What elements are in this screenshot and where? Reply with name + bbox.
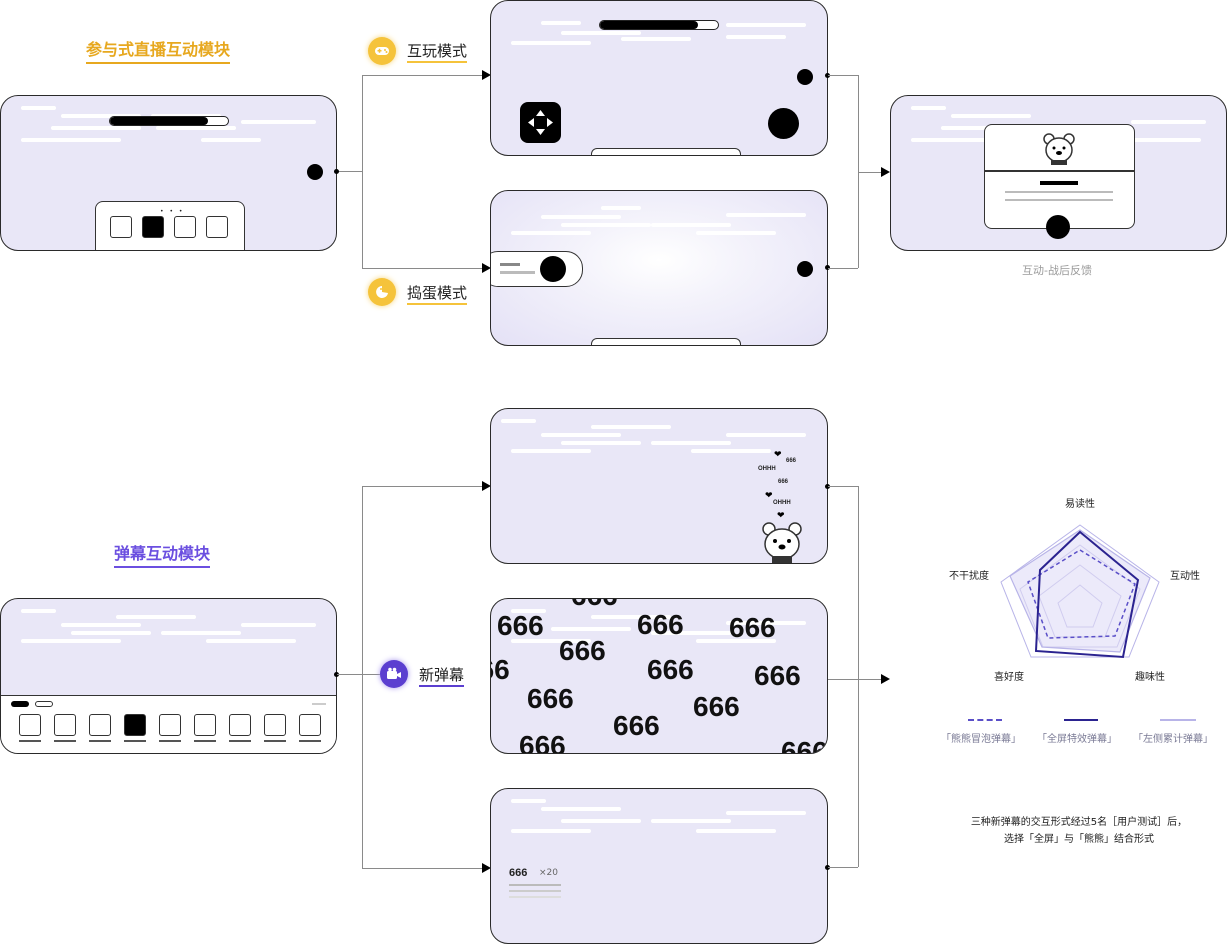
mode-label-new-danmaku: 新弹幕 (419, 665, 465, 687)
legend-label: 「全屏特效弹幕」 (1037, 734, 1117, 745)
result-card (984, 124, 1135, 229)
danmaku-phone-base (0, 598, 337, 754)
danmaku-text: 666 (786, 458, 797, 464)
danmaku-big: 666 (571, 599, 618, 611)
section2-title: 弹幕互动模块 (114, 544, 211, 568)
danmaku-big: 666 (781, 736, 828, 754)
action-button[interactable] (797, 69, 813, 85)
progress-bar (109, 116, 229, 126)
legend-label: 「熊熊冒泡弹幕」 (941, 734, 1021, 745)
counter-text: 666 (509, 867, 528, 879)
gift-slot[interactable] (229, 714, 251, 736)
gift-slot[interactable] (159, 714, 181, 736)
legend-swatch-left (1160, 719, 1196, 721)
mode-label-prank: 捣蛋模式 (407, 283, 468, 305)
legend-swatch-bubble (968, 719, 1002, 721)
progress-bar (599, 20, 719, 30)
radar-axis-label: 互动性 (1170, 571, 1200, 582)
danmaku-big: 666 (559, 635, 606, 666)
danmaku-phone-bear: ❤ 666 OHHH 666 ❤ OHHH ❤ (490, 408, 828, 564)
gift-drawer (1, 695, 336, 753)
gift-slot[interactable] (19, 714, 41, 736)
gift-slot[interactable] (194, 714, 216, 736)
danmaku-phone-counter: 666 ×20 (490, 788, 828, 944)
danmaku-big: 666 (491, 654, 510, 685)
video-camera-icon (380, 660, 408, 688)
danmaku-big: 666 (693, 691, 740, 722)
jump-button[interactable] (768, 108, 799, 139)
danmaku-text: OHHH (773, 500, 791, 506)
test-note-line2: 选择「全屏」与「熊熊」结合形式 (1004, 834, 1154, 845)
bear-icon (1041, 131, 1077, 167)
legend-label: 「左侧累计弹幕」 (1133, 734, 1213, 745)
bear-icon (759, 519, 805, 563)
confirm-button[interactable] (1046, 215, 1070, 239)
danmaku-text: 666 (778, 479, 789, 485)
prank-slider[interactable] (491, 251, 583, 287)
gift-slot[interactable] (54, 714, 76, 736)
section1-title: 参与式直播互动模块 (86, 40, 231, 64)
gift-slot[interactable] (299, 714, 321, 736)
legend-swatch-fullscreen (1064, 719, 1098, 721)
live-phone-base: • • • (0, 95, 337, 251)
mode-label-coplay: 互玩模式 (407, 41, 468, 63)
dpad-icon[interactable] (520, 102, 561, 143)
danmaku-big: 666 (527, 683, 574, 714)
danmaku-big: 666 (519, 730, 566, 754)
gift-slot[interactable] (264, 714, 286, 736)
danmaku-big: 666 (637, 609, 684, 640)
result-caption: 互动-战后反馈 (1022, 264, 1092, 277)
danmaku-text: OHHH (758, 466, 776, 472)
gift-slot[interactable] (174, 216, 196, 238)
gift-slot[interactable] (206, 216, 228, 238)
gift-slot[interactable] (110, 216, 132, 238)
test-note-line1: 三种新弹幕的交互形式经过5名［用户测试］后， (970, 817, 1188, 828)
live-phone-result (890, 95, 1227, 251)
radar-axis-label: 趣味性 (1135, 672, 1165, 683)
radar-chart (1000, 524, 1160, 659)
gamepad-icon (368, 37, 396, 65)
radar-axis-label: 不干扰度 (949, 571, 989, 582)
gift-slot[interactable] (89, 714, 111, 736)
danmaku-big: 666 (647, 654, 694, 685)
gift-slot-selected[interactable] (142, 216, 164, 238)
danmaku-big: 666 (729, 612, 776, 643)
danmaku-big: 666 (754, 660, 801, 691)
gift-panel: • • • (95, 201, 245, 250)
counter-multiplier: ×20 (539, 868, 558, 878)
live-phone-prank (490, 190, 828, 346)
live-phone-coplay (490, 0, 828, 156)
pacman-icon (368, 278, 396, 306)
gift-slot-selected[interactable] (124, 714, 146, 736)
danmaku-big: 666 (497, 610, 544, 641)
action-button[interactable] (797, 261, 813, 277)
radar-axis-label: 易读性 (1065, 499, 1095, 510)
radar-axis-label: 喜好度 (994, 672, 1024, 683)
action-button[interactable] (307, 164, 323, 180)
danmaku-big: 666 (613, 710, 660, 741)
